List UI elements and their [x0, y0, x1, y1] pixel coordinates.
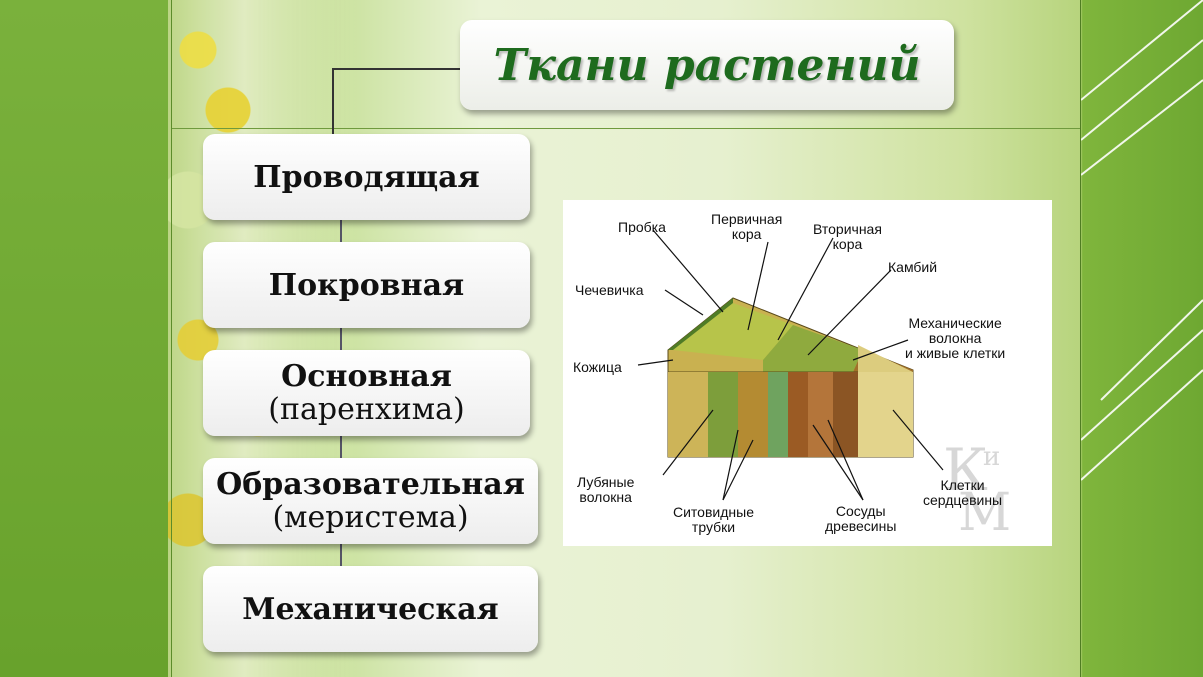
- label-kambiy: Камбий: [888, 259, 938, 275]
- watermark-text: и: [983, 442, 1000, 472]
- connector-vertical: [332, 68, 334, 135]
- label-pervichnaya-kora: Первичная кора: [711, 211, 783, 242]
- watermark-text: К: [943, 436, 988, 504]
- label-kozhitsa: Кожица: [573, 359, 622, 375]
- tissue-integumentary: Покровная: [203, 242, 530, 328]
- left-divider: [171, 0, 172, 677]
- tissue-conductive: Проводящая: [203, 134, 530, 220]
- tissue-name: Основная: [281, 359, 452, 394]
- mimosa-decoration: [168, 0, 358, 677]
- label-sosudy-drevesiny: Сосуды древесины: [825, 503, 897, 534]
- tissue-name: Механическая: [242, 591, 499, 627]
- label-lubyanye-volokna: Лубяные волокна: [577, 474, 635, 505]
- connector-title-horizontal: [332, 68, 460, 70]
- label-sitovidnye-trubki: Ситовидные трубки: [673, 504, 754, 535]
- tissue-ground: Основная (паренхима): [203, 350, 530, 436]
- tissue-mechanical: Механическая: [203, 566, 538, 652]
- stem-illustration: К и М: [637, 229, 1011, 543]
- label-kletki-serdceviny: Клетки сердцевины: [923, 477, 1003, 508]
- tissue-subname: (паренхима): [268, 392, 465, 427]
- right-divider: [1080, 0, 1081, 677]
- watermark-text: М: [958, 483, 1011, 543]
- stem-section-diagram: К и М Пробка Первичная кора Втори: [563, 200, 1052, 546]
- tissue-meristem: Образовательная (меристема): [203, 458, 538, 544]
- label-chechevichka: Чечевичка: [575, 282, 644, 298]
- left-green-band: [0, 0, 172, 677]
- right-decoration: [1081, 0, 1203, 677]
- tissue-name: Образовательная: [216, 467, 525, 502]
- title-box: Ткани растений: [460, 20, 954, 110]
- tissue-name: Покровная: [268, 267, 465, 303]
- page-title: Ткани растений: [493, 39, 921, 91]
- label-mekhanicheskie-volokna: Механические волокна и живые клетки: [905, 315, 1006, 361]
- tissue-subname: (меристема): [272, 500, 469, 535]
- label-vtorichnaya-kora: Вторичная кора: [813, 221, 882, 252]
- title-underline: [172, 128, 1080, 129]
- tissue-name: Проводящая: [253, 159, 480, 195]
- label-probka: Пробка: [618, 219, 666, 235]
